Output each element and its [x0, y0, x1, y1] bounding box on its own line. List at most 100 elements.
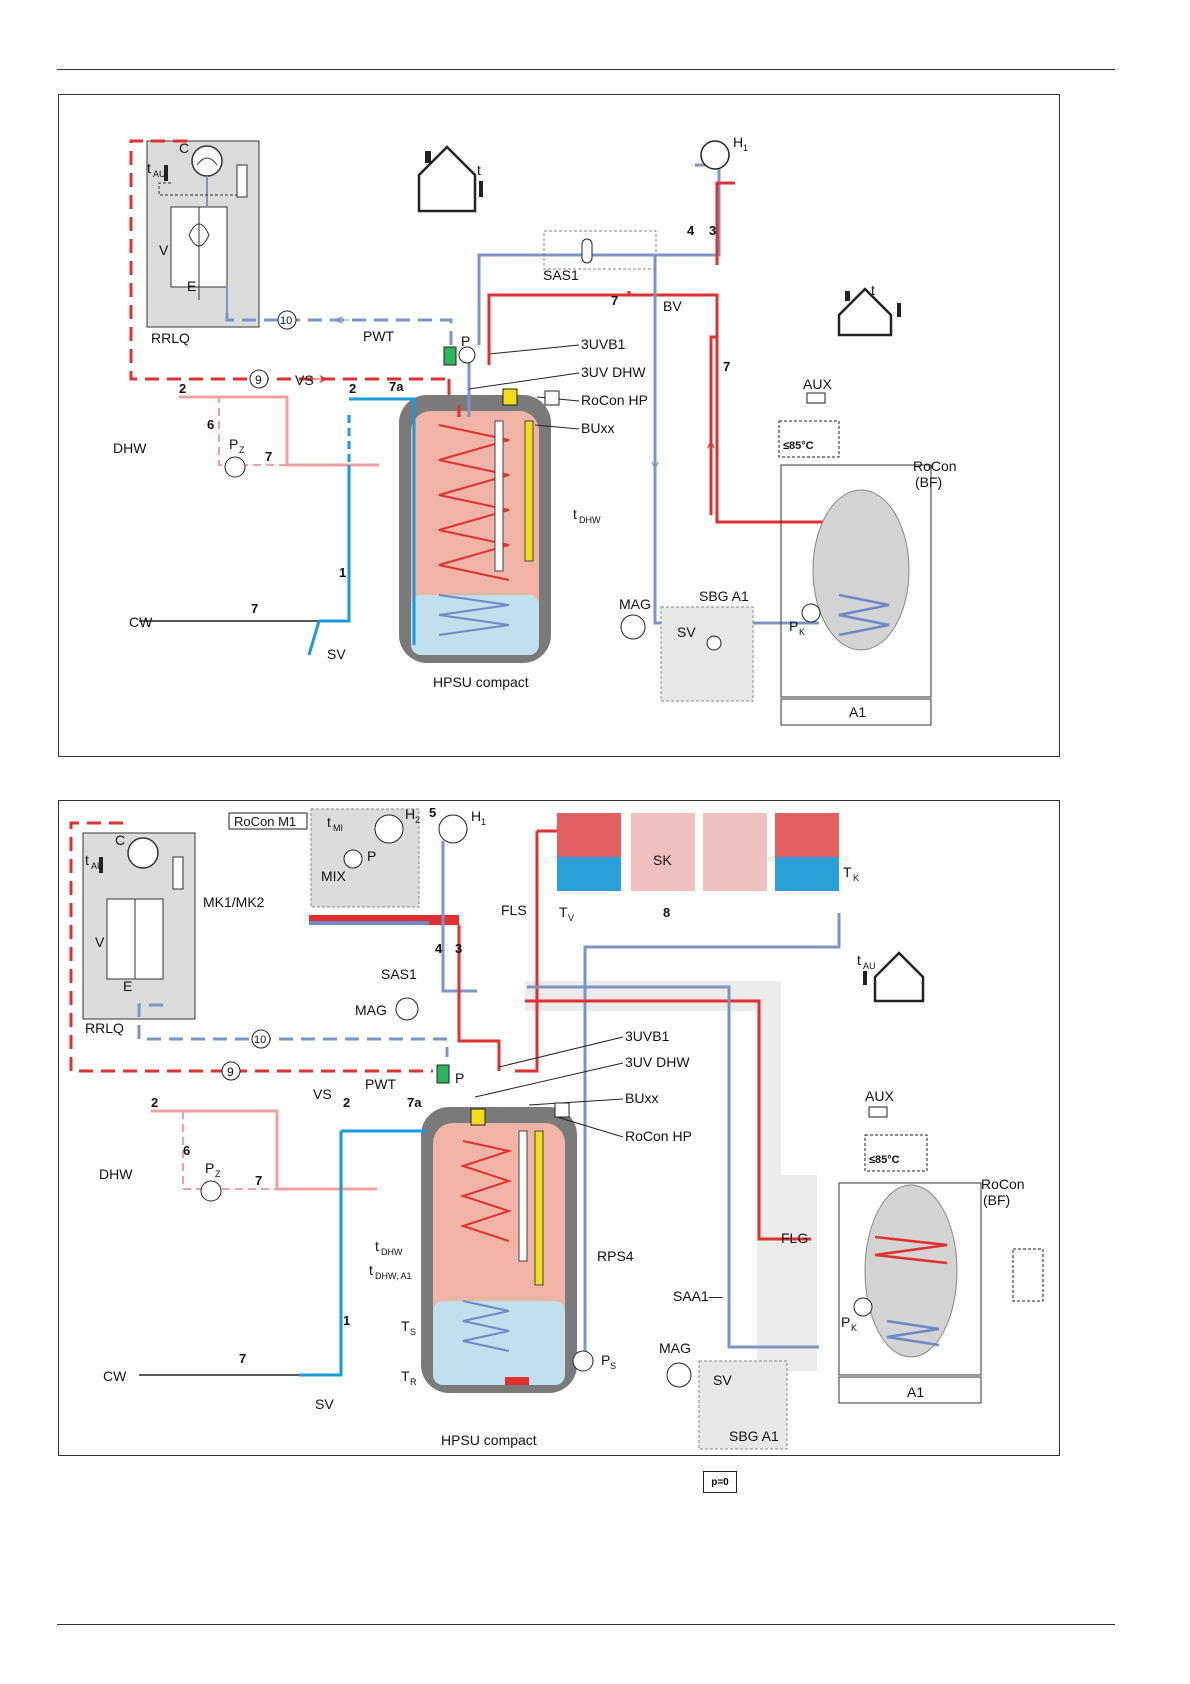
- circle-9: [249, 369, 269, 389]
- heating-circuit-h1-2: [438, 814, 468, 844]
- label-hpsu-2: HPSU compact: [441, 1432, 537, 1448]
- label-a1-2: A1: [907, 1384, 924, 1400]
- heating-circuit-h1: [700, 140, 730, 170]
- power-warning-icon-2: [470, 1108, 486, 1126]
- label-sas1-2: SAS1: [381, 966, 417, 982]
- label-c-2: C: [115, 832, 125, 848]
- pwt-exchanger-2: [436, 1064, 450, 1084]
- label-3uvdhw: 3UV DHW: [581, 364, 646, 380]
- pump-pz-2: [200, 1180, 222, 1202]
- power-warning-icon: [502, 388, 518, 406]
- label-ps-sub: S: [610, 1361, 616, 1371]
- label-tk-sub: K: [853, 873, 859, 883]
- circle-10-label-2: 10: [254, 1034, 266, 1046]
- house-icon: [417, 145, 483, 213]
- label-7a-2: 7a: [407, 1095, 422, 1110]
- pump-pz: [224, 456, 246, 478]
- label-rps4: RPS4: [597, 1248, 634, 1264]
- label-mag-2: MAG: [355, 1002, 387, 1018]
- label-7-pz: 7: [265, 449, 272, 464]
- label-buxx: BUxx: [581, 420, 614, 436]
- label-h1-sub: 1: [743, 143, 748, 153]
- label-3uvb1-2: 3UVB1: [625, 1028, 670, 1044]
- label-pwt-2: PWT: [365, 1076, 397, 1092]
- label-pk-sub: K: [799, 627, 805, 637]
- label-roconm1: RoCon M1: [234, 814, 296, 829]
- label-pz-sub-2: Z: [215, 1169, 221, 1179]
- circle-9-label: 9: [255, 373, 262, 387]
- heating-circuit-h2: [374, 814, 404, 844]
- label-dhw: DHW: [113, 440, 147, 456]
- label-roconhp: RoCon HP: [581, 392, 648, 408]
- top-rule: [57, 69, 1115, 70]
- label-aux: AUX: [803, 376, 832, 392]
- outdoor-unit-rrlq-2: [82, 832, 196, 1020]
- label-tv: T: [559, 904, 568, 920]
- label-7-cw: 7: [251, 601, 258, 616]
- label-3uvb1: 3UVB1: [581, 336, 626, 352]
- bottom-rule: [57, 1624, 1115, 1625]
- manifold-bar: [309, 915, 459, 925]
- label-h1-2: H: [471, 808, 481, 824]
- label-aux-2: AUX: [865, 1088, 894, 1104]
- boiler-a1-2: [838, 1182, 982, 1404]
- label-h2: H: [405, 806, 415, 822]
- refrigerant-line-9: [129, 139, 449, 381]
- pressure-zero-box: p=0: [703, 1471, 737, 1493]
- label-tau-house2: t: [871, 282, 875, 298]
- label-cw-2: CW: [103, 1368, 127, 1384]
- label-rocon-bf-2: RoCon: [981, 1176, 1025, 1192]
- hydraulic-diagram-2: RoCon M1 t MI H 2 5 P MIX MK1/MK2 H 1 C …: [69, 805, 1044, 1450]
- pump-pmi: [343, 849, 363, 869]
- boiler-a1: [780, 464, 932, 726]
- label-bf: (BF): [915, 474, 942, 490]
- label-3: 3: [709, 223, 716, 238]
- house-icon-3: [863, 951, 925, 1003]
- pump-p: [458, 346, 476, 364]
- label-sas1: SAS1: [543, 267, 579, 283]
- label-tau-rrlq-2: t: [85, 852, 89, 868]
- refrigerant-line-10-2: [137, 1003, 449, 1057]
- outdoor-unit-rrlq: [146, 140, 260, 328]
- diagram-panel-1: C t AU V E RRLQ 9 10 t HPSU compact PWT …: [58, 94, 1060, 757]
- refrigerant-line-9-2: [69, 821, 433, 1073]
- circle-10: [277, 310, 297, 330]
- label-sv-sbg: SV: [713, 1372, 732, 1388]
- label-ts-sub: S: [410, 1327, 416, 1337]
- circle-9-label-2: 9: [227, 1065, 234, 1079]
- circle-10-label: 10: [280, 315, 292, 327]
- label-8: 8: [663, 905, 670, 920]
- label-roconhp-2: RoCon HP: [625, 1128, 692, 1144]
- label-au-house-2: AU: [863, 961, 876, 971]
- label-au-rrlq: AU: [153, 169, 166, 179]
- label-pk-sub-2: K: [851, 1323, 857, 1333]
- label-e-2: E: [123, 978, 132, 994]
- label-2-left: 2: [179, 381, 186, 396]
- label-dhw-2: DHW: [99, 1166, 133, 1182]
- label-p: P: [461, 333, 470, 349]
- label-7a: 7a: [389, 379, 404, 394]
- label-mk: MK1/MK2: [203, 894, 265, 910]
- diagram-panel-2: RoCon M1 t MI H 2 5 P MIX MK1/MK2 H 1 C …: [58, 800, 1060, 1456]
- temp-limiter: [778, 420, 840, 458]
- label-7-right: 7: [723, 359, 730, 374]
- label-fls: FLS: [501, 902, 527, 918]
- label-tr: T: [401, 1368, 410, 1384]
- label-sv-left-2: SV: [315, 1396, 334, 1412]
- label-tau-rrlq: t: [147, 160, 151, 176]
- label-mag: MAG: [619, 596, 651, 612]
- label-tau-house: t: [477, 162, 481, 178]
- label-tau-house-2: t: [857, 952, 861, 968]
- label-bv: BV: [663, 298, 682, 314]
- label-pk-2: P: [841, 1314, 850, 1330]
- sbg-a1-2: [698, 1360, 788, 1450]
- label-7-top: 7: [611, 293, 618, 308]
- label-tk: T: [843, 864, 852, 880]
- rocon-m1-box: [228, 812, 308, 830]
- sas1-group: [543, 230, 657, 270]
- label-3-2: 3: [455, 941, 462, 956]
- label-au-rrlq-2: AU: [91, 861, 104, 871]
- label-6-2: 6: [183, 1143, 190, 1158]
- aux-switch: [806, 392, 826, 404]
- label-1-2: 1: [343, 1313, 350, 1328]
